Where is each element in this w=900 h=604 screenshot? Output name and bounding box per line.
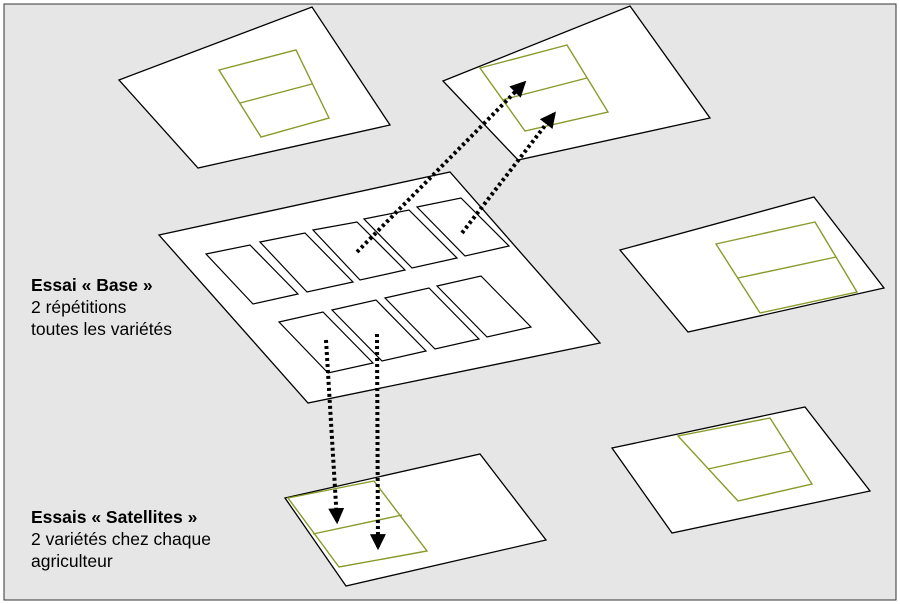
variety-strip — [204, 244, 300, 305]
field-plane — [157, 171, 602, 404]
variety-strip — [258, 232, 355, 293]
satellite-trials-line-2: agriculteur — [31, 551, 113, 571]
satellite-field-top-right — [441, 5, 712, 161]
field-plane — [117, 6, 392, 169]
variety-strip — [362, 209, 459, 269]
field-plane — [441, 5, 712, 161]
variety-strip — [330, 299, 428, 362]
satellite-field-bottom-left — [283, 453, 548, 587]
satellite-field-bottom-right — [610, 406, 872, 534]
variety-plot — [286, 480, 429, 568]
variety-strip — [383, 287, 481, 350]
variety-strip — [435, 275, 533, 338]
plot-divider — [239, 83, 313, 104]
base-trial-field — [157, 171, 602, 404]
base-trial-line-2: toutes les variétés — [31, 319, 173, 339]
satellite-trials-label: Essais « Satellites » 2 variétés chez ch… — [31, 506, 211, 572]
variety-strip — [311, 221, 407, 281]
base-trial-title: Essai « Base » — [31, 275, 153, 295]
plot-divider — [312, 514, 403, 535]
satellite-field-top-left — [117, 6, 392, 169]
variety-strip — [415, 197, 511, 257]
satellite-field-middle-right — [618, 196, 886, 333]
field-plane — [283, 453, 548, 587]
variety-plot — [714, 221, 859, 314]
plot-divider — [737, 256, 837, 279]
field-plane — [610, 406, 872, 534]
distribution-arrows — [324, 80, 556, 551]
plot-divider — [707, 450, 792, 470]
arrow-to-bottom-left-first — [324, 339, 345, 525]
variety-strip — [277, 311, 375, 374]
base-trial-line-1: 2 répétitions — [31, 297, 127, 317]
variety-plot — [478, 44, 610, 132]
base-trial-label: Essai « Base » 2 répétitions toutes les … — [31, 274, 172, 340]
variety-plot — [217, 49, 330, 138]
satellite-trials-title: Essais « Satellites » — [31, 507, 198, 527]
satellite-trials-line-1: 2 variétés chez chaque — [31, 529, 211, 549]
variety-plot — [676, 417, 814, 502]
field-plane — [618, 196, 886, 333]
arrow-to-top-right-lower — [460, 111, 556, 235]
